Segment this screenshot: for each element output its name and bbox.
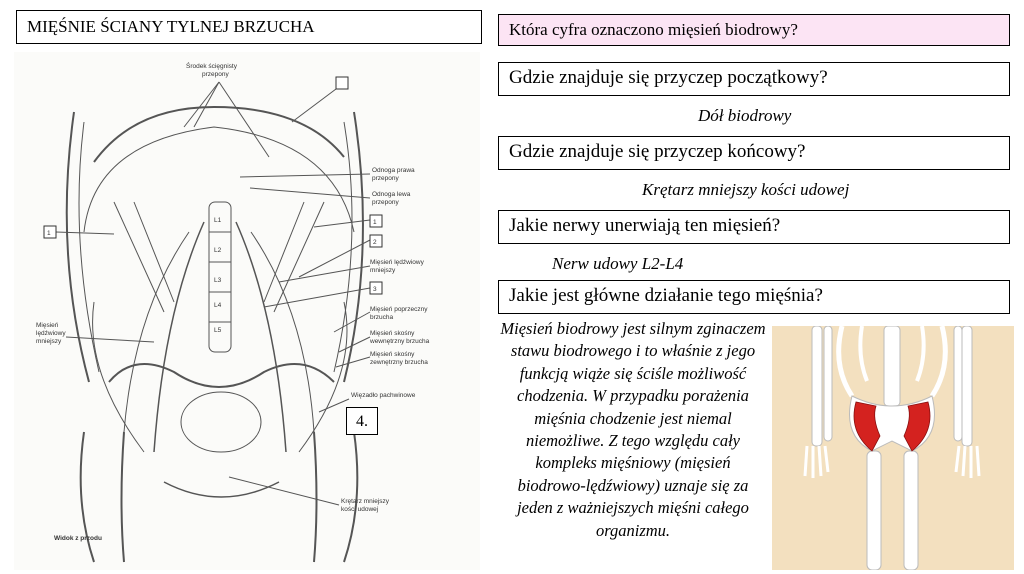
answer-number-box: 4.	[346, 407, 378, 435]
question-5: Jakie jest główne działanie tego mięśnia…	[498, 280, 1010, 314]
num-2: 2	[373, 239, 377, 246]
answer-4: Nerw udowy L2-L4	[552, 254, 683, 274]
label-srodek: Środek ścięgnisty	[186, 61, 238, 70]
answer-2: Dół biodrowy	[698, 106, 791, 126]
answer-5: Mięsień biodrowy jest silnym zginaczem s…	[500, 318, 766, 542]
label-kretarz-2: kości udowej	[341, 506, 378, 513]
label-ledzwiowy-mniejszy: Mięsień lędźwiowy	[370, 259, 425, 266]
num-3: 3	[373, 286, 377, 293]
vertebra-l1: L1	[214, 217, 222, 224]
vertebra-l2: L2	[214, 247, 222, 254]
skeleton-image	[772, 326, 1014, 570]
label-ledzwiowy-mniejszy-2: mniejszy	[370, 267, 396, 274]
label-skosny-zew: Mięsień skośny	[370, 351, 415, 358]
vertebra-l4: L4	[214, 302, 222, 309]
label-odnoga-lewa: Odnoga lewa	[372, 191, 411, 198]
label-skosny-zew-2: zewnętrzny brzucha	[370, 359, 428, 366]
slide-title: MIĘŚNIE ŚCIANY TYLNEJ BRZUCHA	[16, 10, 482, 44]
label-poprzeczny: Mięsień poprzeczny	[370, 306, 428, 313]
label-skosny-wew-2: wewnętrzny brzucha	[369, 338, 430, 345]
label-skosny-wew: Mięsień skośny	[370, 330, 415, 337]
label-ledzwiowy-l-3: mniejszy	[36, 338, 62, 345]
vertebra-l3: L3	[214, 277, 222, 284]
anatomy-illustration: 1 2 3 1 L1 L2 L3 L4 L5 Środek ścięgnisty…	[14, 52, 480, 570]
label-przepony: przepony	[202, 71, 229, 78]
label-poprzeczny-2: brzucha	[370, 314, 394, 321]
label-odnoga-prawa-2: przepony	[372, 175, 399, 182]
label-ledzwiowy-l-2: lędźwiowy	[36, 330, 66, 337]
vertebra-l5: L5	[214, 327, 222, 334]
label-kretarz: Krętarz mniejszy	[341, 498, 390, 505]
question-4: Jakie nerwy unerwiają ten mięsień?	[498, 210, 1010, 244]
label-odnoga-lewa-2: przepony	[372, 199, 399, 206]
question-2: Gdzie znajduje się przyczep początkowy?	[498, 62, 1010, 96]
label-odnoga-prawa: Odnoga prawa	[372, 167, 415, 174]
question-1: Która cyfra oznaczono mięsień biodrowy?	[498, 14, 1010, 46]
label-wiezadlo: Więzadło pachwinowe	[351, 392, 416, 399]
label-widok: Widok z przodu	[54, 535, 102, 542]
num-1-left: 1	[47, 230, 51, 237]
num-1-right: 1	[373, 219, 377, 226]
question-3: Gdzie znajduje się przyczep końcowy?	[498, 136, 1010, 170]
label-ledzwiowy-l: Mięsień	[36, 322, 59, 329]
answer-3: Krętarz mniejszy kości udowej	[642, 180, 849, 200]
